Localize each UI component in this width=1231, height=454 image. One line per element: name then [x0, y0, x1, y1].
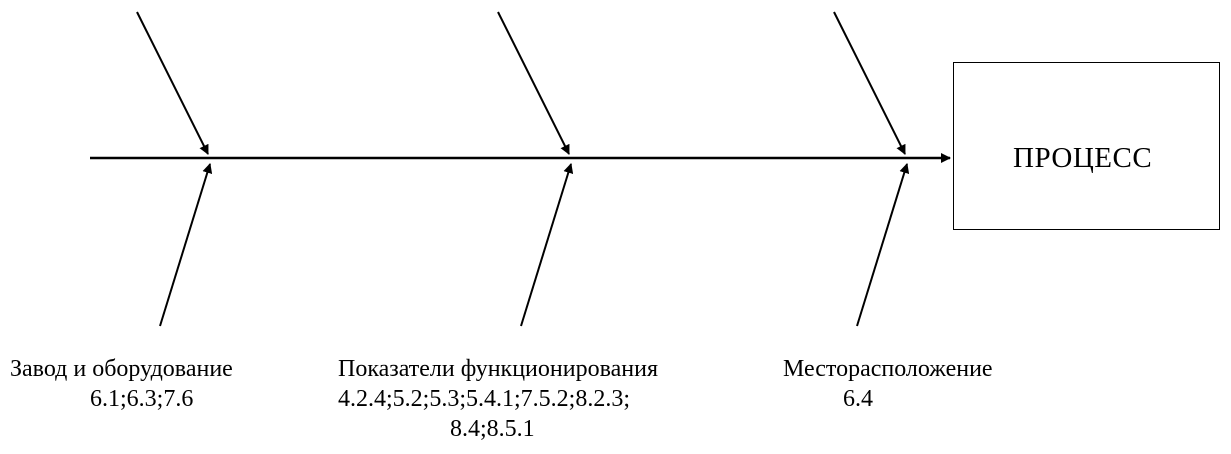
cause-label-1: Завод и оборудование 6.1;6.3;7.6	[10, 354, 233, 414]
effect-text: ПРОЦЕСС	[1013, 142, 1153, 174]
lower-bone-2	[520, 163, 574, 327]
cause-label-2: Показатели функционирования 4.2.4;5.2;5.…	[338, 354, 658, 444]
cause-name: Завод и оборудование	[10, 356, 233, 382]
cause-name: Месторасположение	[783, 356, 993, 382]
cause-codes: 8.4;8.5.1	[450, 416, 535, 442]
cause-bones-3	[833, 11, 910, 327]
upper-bone-3	[833, 11, 906, 155]
cause-bones-2	[497, 11, 574, 327]
upper-bone-2	[497, 11, 570, 155]
cause-label-3: Месторасположение 6.4	[783, 354, 993, 414]
effect-box	[953, 62, 1220, 230]
cause-codes: 6.1;6.3;7.6	[90, 386, 194, 412]
cause-codes: 4.2.4;5.2;5.3;5.4.1;7.5.2;8.2.3;	[338, 386, 631, 412]
cause-bones-1	[136, 11, 213, 327]
cause-codes: 6.4	[843, 386, 873, 412]
lower-bone-3	[856, 163, 910, 327]
cause-name: Показатели функционирования	[338, 356, 658, 382]
lower-bone-1	[159, 163, 213, 327]
upper-bone-1	[136, 11, 209, 155]
